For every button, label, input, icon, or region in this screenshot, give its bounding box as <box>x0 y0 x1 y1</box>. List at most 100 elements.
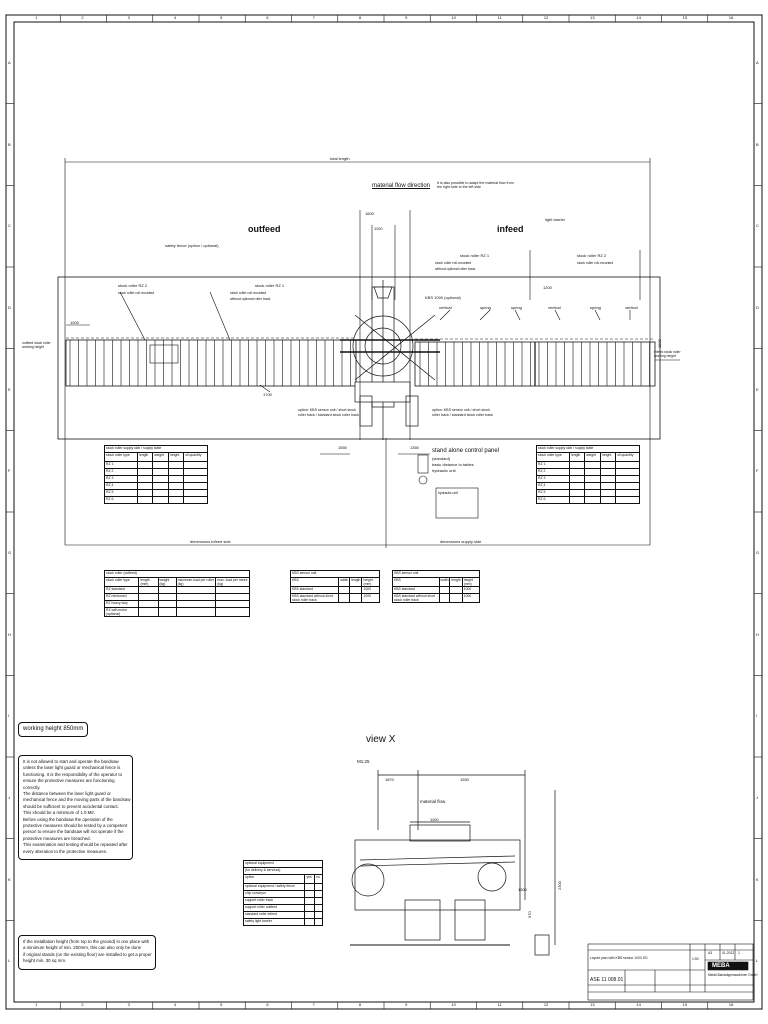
note-line: The distance between the laser light gua… <box>23 791 111 797</box>
note-line: if original stands (on the existing floo… <box>23 951 152 957</box>
table-cell <box>168 461 185 469</box>
frame-col-label: 13 <box>590 1002 595 1007</box>
table-cell: 1000 <box>461 586 481 594</box>
table-cell <box>338 586 351 594</box>
safety-fence-label: safety fence (option / optional) <box>165 243 219 248</box>
table-cell <box>304 897 316 905</box>
dimensions-supply-label: dimensions supply side <box>440 539 482 544</box>
note-line: protective measures are breached. <box>23 835 91 841</box>
table-cell: 1000 <box>461 593 481 603</box>
table-cell <box>175 593 217 601</box>
table-cell: RZ 5 <box>103 489 139 497</box>
note-line: This should be a minimum of 1.0 Mtr. <box>23 810 95 816</box>
table-cell <box>137 482 154 490</box>
table-cell <box>314 890 323 898</box>
frame-row-label: I <box>756 713 758 719</box>
table-row: RZ heavy duty <box>103 600 250 608</box>
frame-col-label: 15 <box>682 15 688 20</box>
table-cell <box>314 883 323 891</box>
note-line: functioning. It is the responsibility of… <box>23 771 123 777</box>
frame-row-label: L <box>756 958 759 964</box>
table-cell <box>615 482 640 490</box>
table-cell: RZ 1 <box>535 461 571 469</box>
outfeed-rz1-label: stock roller RZ 1 <box>255 283 285 288</box>
outfeed-rz1-sub: stock roller roll-mounted <box>230 291 267 295</box>
table-row: RZ 5 <box>103 489 208 497</box>
spring-label-1: spring <box>480 305 491 310</box>
outfeed-rz1-note: without optional roller track <box>230 297 271 301</box>
table-cell <box>349 593 363 603</box>
note-line: mechanical fence and the moving parts of… <box>23 797 131 803</box>
table-cell <box>569 468 586 476</box>
table-cell <box>314 911 323 919</box>
frame-col-label: 8 <box>358 1002 362 1007</box>
table-cell: chip conveyor <box>242 890 306 898</box>
table-cell <box>314 918 323 926</box>
dim-1000: 1000 <box>70 320 79 325</box>
title-block-drawing-no: ASE 11 008.01 <box>590 977 624 983</box>
table-cell <box>449 586 463 594</box>
frame-col-label: 11 <box>497 1002 502 1007</box>
table-cell <box>152 468 170 476</box>
frame-row-label: A <box>756 59 759 65</box>
table-row: RZ 4 <box>103 482 208 490</box>
frame-row-label: G <box>756 549 760 555</box>
title-block-scale: 1:50 <box>692 957 699 961</box>
view-dim-970: 970 <box>527 911 532 918</box>
view-dim-1300: 1300 <box>518 887 527 892</box>
table-cell: KBS standard <box>392 586 440 594</box>
table-row: support roller outfeed <box>242 904 323 912</box>
table-cell <box>168 482 185 490</box>
table-cell: RZ 2 <box>103 468 139 476</box>
table-kbs-2-title: KBS sensor unit <box>392 570 480 578</box>
table-stock-roller-title: stock roller (outfeed) <box>104 570 250 578</box>
frame-col-label: 5 <box>220 15 223 20</box>
dim-1700: 1700 <box>263 392 272 397</box>
table-cell <box>137 489 154 497</box>
table-cell <box>600 461 617 469</box>
table-cell <box>600 489 617 497</box>
table-row: RZ standard <box>103 586 250 594</box>
table-cell <box>615 461 640 469</box>
table-cell <box>569 461 586 469</box>
note-line: every alteration to the protective measu… <box>23 848 108 854</box>
table-cell <box>157 586 177 594</box>
table-optional-header: option <box>242 874 306 884</box>
frame-row-label: J <box>8 794 10 800</box>
table-cell <box>449 593 463 603</box>
table-row: RZ 6 <box>103 496 208 504</box>
table-cell <box>600 482 617 490</box>
table-optional-header: yes <box>304 874 316 884</box>
table-row: RZ 2 <box>535 468 640 476</box>
table-right-header: weight <box>584 452 602 462</box>
control-panel-label: stand alone control panel <box>432 448 500 454</box>
frame-col-label: 16 <box>728 15 734 20</box>
table-optional-title: optional equipment <box>243 860 323 868</box>
table-row: optional equipment / safety fence <box>242 883 323 891</box>
table-cell <box>338 593 351 603</box>
table-cell <box>600 496 617 504</box>
table-cell <box>183 475 208 483</box>
frame-col-label: 15 <box>682 1002 688 1007</box>
table-row: RZ with motor (optional) <box>103 607 250 617</box>
table-right-title: stock roller supply side / supply table <box>536 445 640 453</box>
title-block <box>587 943 754 1001</box>
table-cell <box>183 496 208 504</box>
table-cell <box>183 489 208 497</box>
material-flow-note: It is also possible to adapt the materia… <box>437 181 514 189</box>
note-line: a minimum height of min. 200mm, this can… <box>23 945 142 951</box>
table-cell <box>168 496 185 504</box>
note-line: should be sufficient to prevent accident… <box>23 803 119 809</box>
frame-col-label: 9 <box>405 1002 408 1007</box>
table-cell <box>584 475 602 483</box>
table-row: standard roller infeed <box>242 911 323 919</box>
frame-col-label: 2 <box>81 1002 84 1007</box>
table-kbs-1-header: width <box>338 577 351 587</box>
table-kbs-2-header: width <box>438 577 451 587</box>
table-cell <box>215 600 250 608</box>
table-row: RZ 5 <box>535 489 640 497</box>
frame-col-label: 16 <box>728 1002 734 1007</box>
frame-col-label: 5 <box>220 1002 223 1007</box>
table-cell <box>569 475 586 483</box>
